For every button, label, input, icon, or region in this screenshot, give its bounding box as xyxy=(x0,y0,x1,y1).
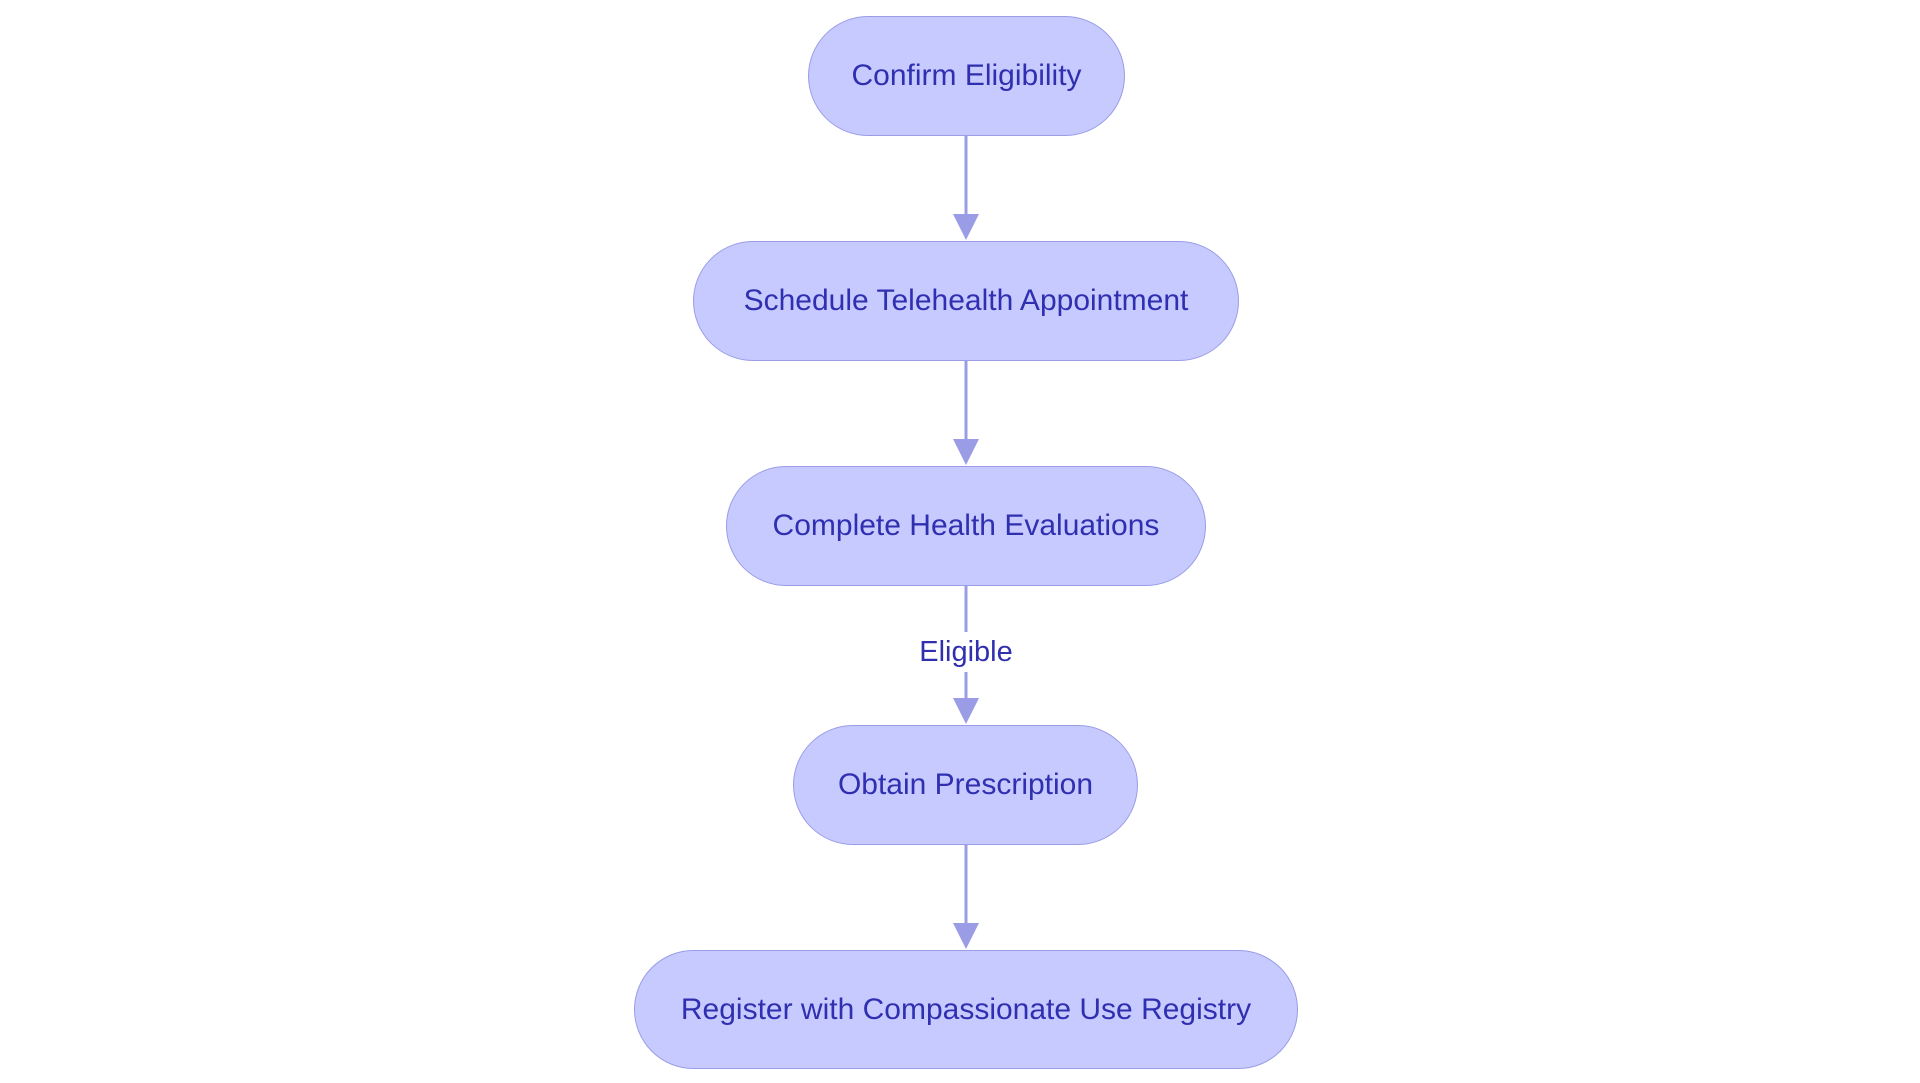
node-register-with-compassionate-use-registry: Register with Compassionate Use Registry xyxy=(634,950,1298,1069)
edge-2 xyxy=(953,361,979,465)
node-label: Register with Compassionate Use Registry xyxy=(680,992,1252,1026)
node-label: Obtain Prescription xyxy=(837,768,1094,801)
edge-4 xyxy=(953,845,979,949)
node-complete-health-evaluations: Complete Health Evaluations xyxy=(726,466,1206,586)
edge-label-text: Eligible xyxy=(919,635,1013,668)
node-label: Schedule Telehealth Appointment xyxy=(743,284,1189,317)
edge-label-eligible: Eligible xyxy=(916,632,1016,672)
node-label: Confirm Eligibility xyxy=(851,59,1082,92)
edge-4-arrowhead xyxy=(953,923,979,949)
edge-2-arrowhead xyxy=(953,439,979,465)
node-label: Complete Health Evaluations xyxy=(772,509,1160,542)
node-schedule-telehealth-appointment: Schedule Telehealth Appointment xyxy=(693,241,1239,361)
edge-1-arrowhead xyxy=(953,214,979,240)
node-confirm-eligibility: Confirm Eligibility xyxy=(808,16,1125,136)
edge-3-arrowhead xyxy=(953,698,979,724)
edge-1 xyxy=(953,136,979,240)
node-obtain-prescription: Obtain Prescription xyxy=(793,725,1138,845)
